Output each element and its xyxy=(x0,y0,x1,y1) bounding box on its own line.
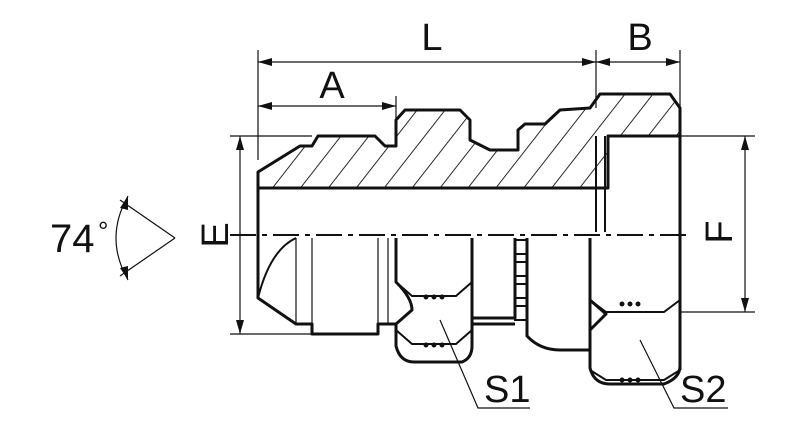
swivel-seat xyxy=(525,238,592,352)
s1-label: S1 xyxy=(484,369,530,411)
dim-e-label: E xyxy=(195,222,237,247)
neck-ring xyxy=(514,305,528,321)
angle-value: 74 xyxy=(50,217,95,261)
hex-s2-dot xyxy=(635,377,641,383)
arrow xyxy=(258,58,272,66)
hex-s1-dot xyxy=(439,342,445,348)
arrow xyxy=(582,58,596,66)
hex-s2-face xyxy=(589,299,681,313)
angle-degree-symbol: ° xyxy=(98,216,108,246)
hex-s2-dot xyxy=(635,301,641,307)
dim-l-label: L xyxy=(421,17,442,59)
arrow xyxy=(258,102,272,110)
hex-s2-dot xyxy=(627,377,633,383)
dim-f-label: F xyxy=(699,220,741,243)
hex-s2-dot xyxy=(619,301,625,307)
hex-s2-face-low xyxy=(589,369,681,381)
arrow xyxy=(236,320,244,334)
flare-cone xyxy=(257,237,297,299)
arrow xyxy=(120,196,128,210)
section-body-upper xyxy=(256,92,682,190)
arrow xyxy=(741,136,749,150)
neck-ring xyxy=(514,239,528,255)
hex-s2-dot xyxy=(627,301,633,307)
arrow xyxy=(596,58,610,66)
arrow xyxy=(741,298,749,312)
hex-s1-dot xyxy=(423,342,429,348)
hex-s1-dot xyxy=(431,342,437,348)
angle-leg-upper xyxy=(119,199,176,239)
neck-ring xyxy=(514,283,528,299)
hex-s2-dot xyxy=(619,377,625,383)
s1-leader xyxy=(439,319,530,409)
s2-label: S2 xyxy=(680,369,726,411)
hex-s2-outline xyxy=(588,238,682,386)
angle-leg-lower xyxy=(119,237,176,277)
s2-leader xyxy=(639,339,728,409)
arrow xyxy=(382,102,396,110)
arrow xyxy=(120,266,128,280)
hex-s1-face-low xyxy=(395,329,473,345)
hex-s1-dot xyxy=(431,294,437,300)
neck-ring xyxy=(514,261,528,277)
male-flare-end xyxy=(256,238,395,336)
arrow xyxy=(236,136,244,150)
arrow xyxy=(666,58,680,66)
dim-a-label: A xyxy=(319,65,345,107)
hex-s1-dot xyxy=(439,294,445,300)
hex-s1-dot xyxy=(423,294,429,300)
hex-s1-outline xyxy=(394,238,474,364)
neck xyxy=(472,238,517,326)
dim-b-label: B xyxy=(627,17,652,59)
